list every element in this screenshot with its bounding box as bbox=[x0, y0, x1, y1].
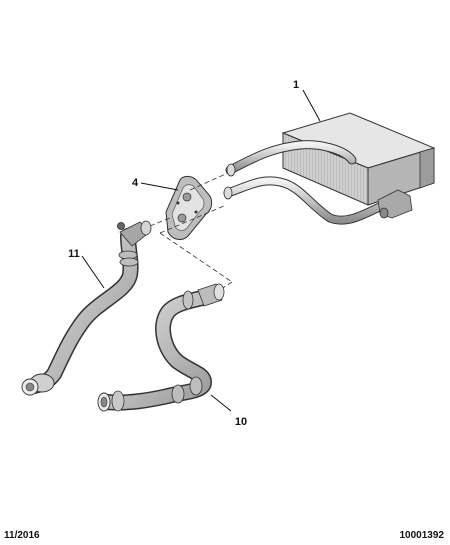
callout-1: 1 bbox=[293, 79, 299, 91]
footer-date: 11/2016 bbox=[4, 530, 40, 541]
seal-plate bbox=[165, 175, 213, 240]
callout-10: 10 bbox=[235, 416, 247, 428]
callout-11: 11 bbox=[68, 248, 80, 260]
footer-reference: 10001392 bbox=[399, 530, 445, 541]
upper-hose bbox=[21, 220, 152, 396]
heater-core bbox=[223, 112, 436, 225]
callout-4: 4 bbox=[132, 177, 139, 189]
lower-hose bbox=[97, 283, 225, 412]
leader-lines bbox=[81, 89, 321, 412]
